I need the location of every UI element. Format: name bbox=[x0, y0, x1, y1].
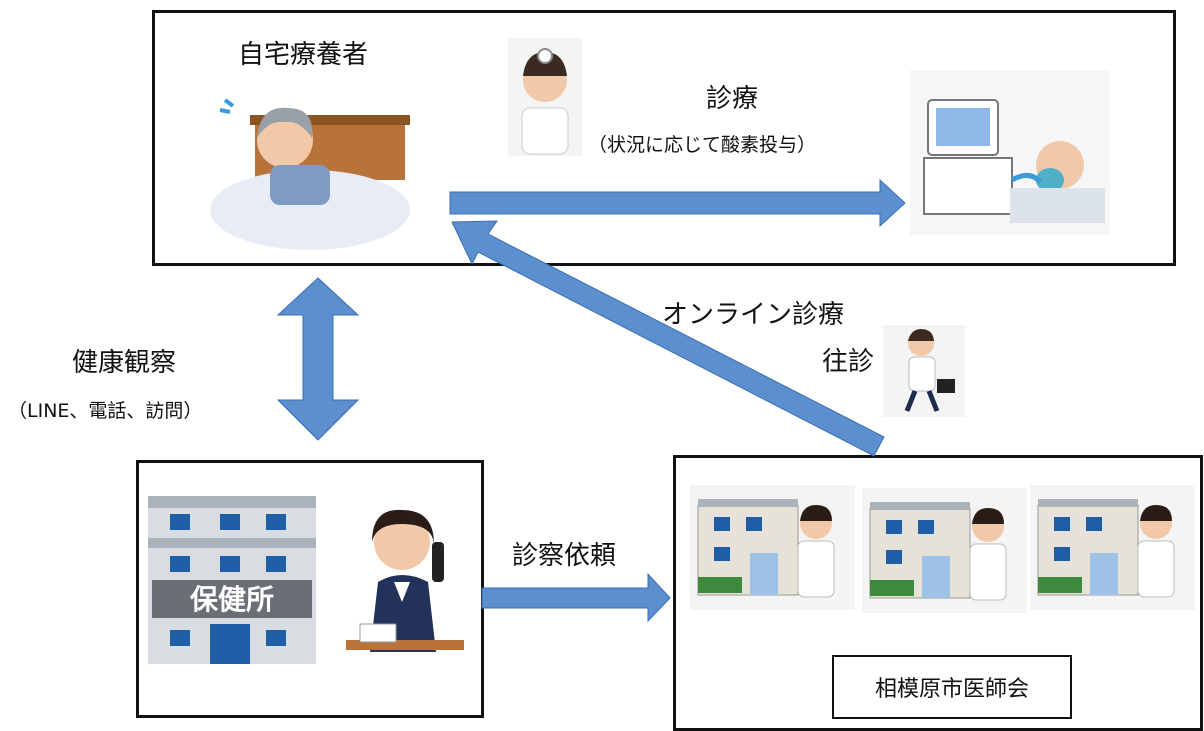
clinic-illustration-1 bbox=[690, 485, 855, 610]
online-consult-label: オンライン診療 bbox=[662, 300, 845, 330]
treatment-arrow bbox=[449, 178, 906, 228]
clinic-illustration-2 bbox=[862, 488, 1027, 613]
ventilator-illustration bbox=[910, 70, 1110, 235]
walking-doctor-illustration bbox=[883, 325, 965, 417]
online-consult-arrow bbox=[451, 220, 885, 457]
health-observation-arrow bbox=[276, 277, 360, 441]
treatment-title: 診療 bbox=[706, 84, 759, 114]
doctor-illustration bbox=[508, 38, 582, 156]
request-label: 診察依頼 bbox=[512, 541, 617, 571]
phone-operator-illustration bbox=[346, 509, 464, 652]
sick-patient-illustration bbox=[210, 98, 410, 250]
treatment-note: （状況に応じて酸素投与） bbox=[588, 134, 817, 156]
clinic-illustration-3 bbox=[1030, 485, 1195, 610]
home-visit-label: 往診 bbox=[822, 347, 875, 377]
request-arrow bbox=[481, 572, 671, 623]
health-center-sign: 保健所 bbox=[190, 583, 274, 616]
medical-association-label: 相模原市医師会 bbox=[832, 655, 1072, 719]
health-observation-title: 健康観察 bbox=[72, 348, 177, 378]
health-observation-methods: （LINE、電話、訪問） bbox=[8, 400, 203, 422]
health-center-building-illustration: 保健所 bbox=[148, 496, 316, 664]
patient-title: 自宅療養者 bbox=[238, 40, 369, 70]
